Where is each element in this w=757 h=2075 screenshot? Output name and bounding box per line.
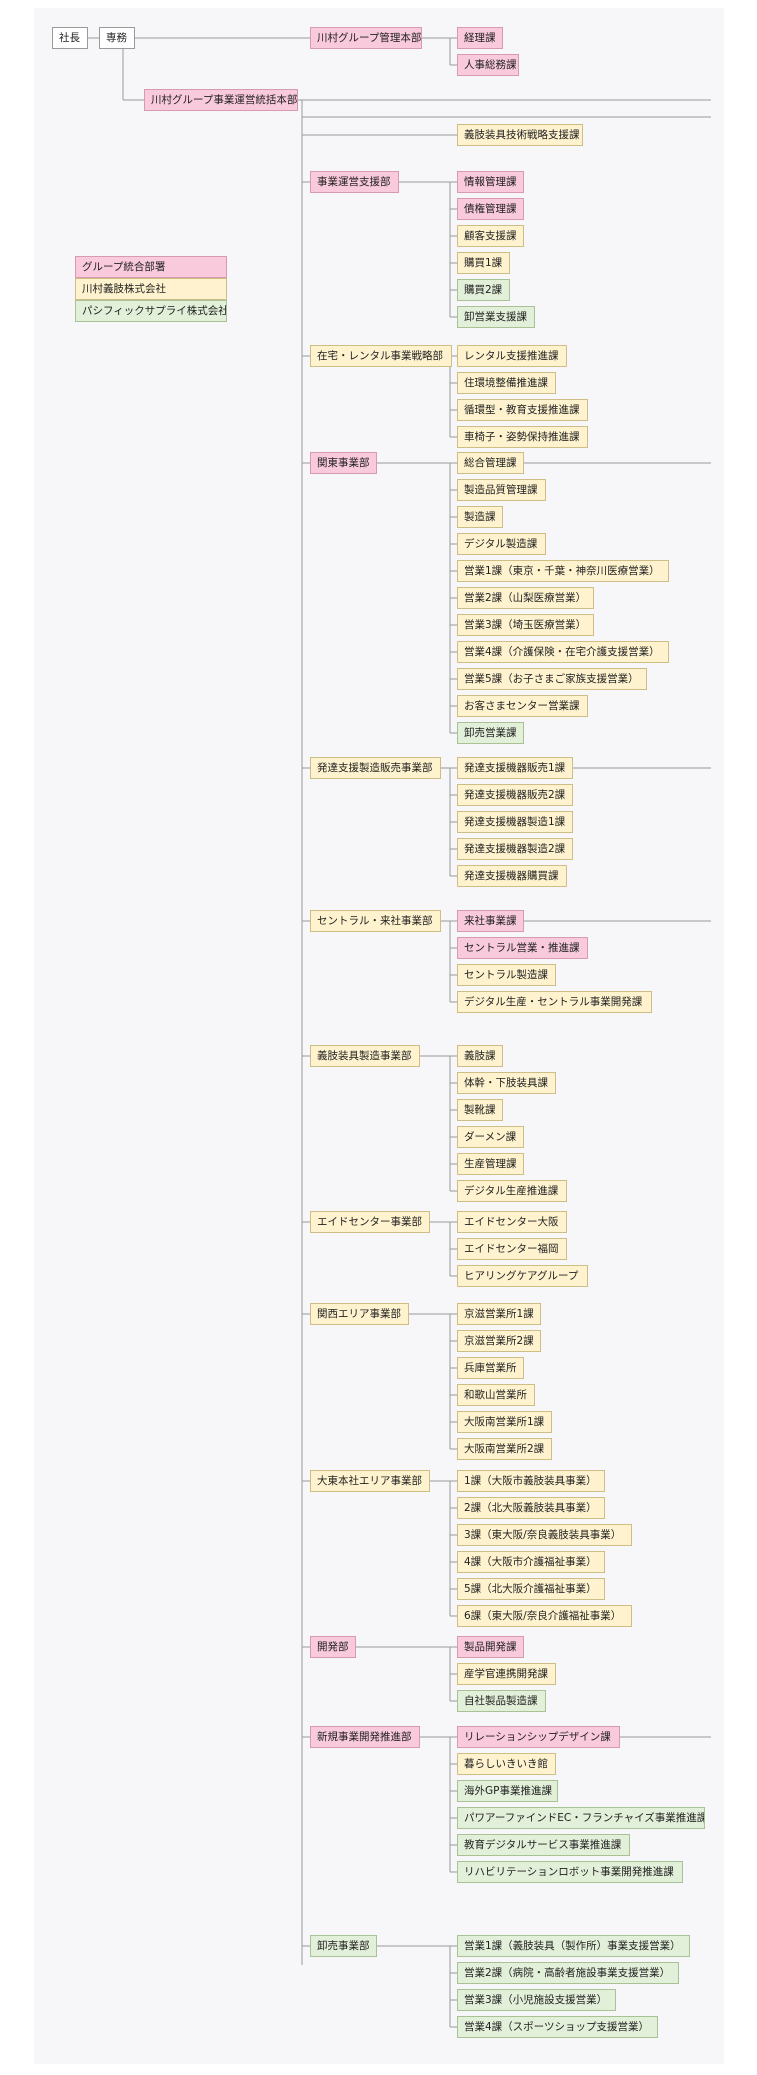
section-box: 営業3課（小児施設支援営業）: [457, 1989, 616, 2011]
section-box: パワアーファインドEC・フランチャイズ事業推進課: [457, 1807, 705, 1829]
section-box: 住環境整備推進課: [457, 372, 556, 394]
mgmt-child-accounting: 経理課: [457, 27, 503, 49]
department-box: 開発部: [310, 1636, 356, 1658]
department-box: セントラル・来社事業部: [310, 910, 441, 932]
section-box: 発達支援機器購買課: [457, 865, 567, 887]
legend-item-kawamura: 川村義肢株式会社: [75, 278, 227, 300]
section-box: 海外GP事業推進課: [457, 1780, 558, 1802]
section-box: ダーメン課: [457, 1126, 524, 1148]
section-box: レンタル支援推進課: [457, 345, 567, 367]
section-box: 営業5課（お子さまご家族支援営業）: [457, 668, 647, 690]
section-box: 購買1課: [457, 252, 510, 274]
section-box: デジタル製造課: [457, 533, 546, 555]
section-box: 京滋営業所1課: [457, 1303, 541, 1325]
section-box: 京滋営業所2課: [457, 1330, 541, 1352]
section-box: デジタル生産推進課: [457, 1180, 567, 1202]
section-box: セントラル営業・推進課: [457, 937, 588, 959]
section-box: 発達支援機器製造2課: [457, 838, 573, 860]
legend: グループ統合部署 川村義肢株式会社 パシフィックサプライ株式会社: [75, 256, 227, 322]
section-box: エイドセンター福岡: [457, 1238, 567, 1260]
section-box: 生産管理課: [457, 1153, 524, 1175]
section-box: エイドセンター大阪: [457, 1211, 567, 1233]
section-box: 情報管理課: [457, 171, 524, 193]
section-box: 来社事業課: [457, 910, 524, 932]
section-box: 製造品質管理課: [457, 479, 546, 501]
section-box: リハビリテーションロボット事業開発推進課: [457, 1861, 683, 1883]
section-box: 4課（大阪市介護福祉事業）: [457, 1551, 605, 1573]
department-box: 関東事業部: [310, 452, 377, 474]
management-hq-box: 川村グループ管理本部: [310, 27, 422, 49]
section-box: 総合管理課: [457, 452, 524, 474]
section-box: 営業2課（山梨医療営業）: [457, 587, 594, 609]
section-box: 産学官連携開発課: [457, 1663, 556, 1685]
section-box: 3課（東大阪/奈良義肢装具事業）: [457, 1524, 632, 1546]
section-box: 車椅子・姿勢保持推進課: [457, 426, 588, 448]
section-box: 5課（北大阪介護福祉事業）: [457, 1578, 605, 1600]
section-box: 製品開発課: [457, 1636, 524, 1658]
section-box: 自社製品製造課: [457, 1690, 546, 1712]
section-box: 2課（北大阪義肢装具事業）: [457, 1497, 605, 1519]
section-box: 1課（大阪市義肢装具事業）: [457, 1470, 605, 1492]
section-box: 購買2課: [457, 279, 510, 301]
operations-hq-box: 川村グループ事業運営統括本部: [144, 89, 298, 111]
tech-strategy-box: 義肢装具技術戦略支援課: [457, 124, 583, 146]
section-box: 大阪南営業所2課: [457, 1438, 552, 1460]
section-box: 6課（東大阪/奈良介護福祉事業）: [457, 1605, 632, 1627]
section-box: 卸営業支援課: [457, 306, 535, 328]
department-box: 在宅・レンタル事業戦略部: [310, 345, 452, 367]
section-box: リレーションシップデザイン課: [457, 1726, 620, 1748]
department-box: 発達支援製造販売事業部: [310, 757, 441, 779]
section-box: 営業1課（東京・千葉・神奈川医療営業）: [457, 560, 669, 582]
section-box: 発達支援機器販売2課: [457, 784, 573, 806]
section-box: 循環型・教育支援推進課: [457, 399, 588, 421]
section-box: 営業2課（病院・高齢者施設事業支援営業）: [457, 1962, 679, 1984]
department-box: エイドセンター事業部: [310, 1211, 430, 1233]
department-box: 関西エリア事業部: [310, 1303, 409, 1325]
section-box: 顧客支援課: [457, 225, 524, 247]
section-box: 営業4課（スポーツショップ支援営業）: [457, 2016, 658, 2038]
department-box: 義肢装具製造事業部: [310, 1045, 420, 1067]
section-box: 和歌山営業所: [457, 1384, 535, 1406]
section-box: 営業3課（埼玉医療営業）: [457, 614, 594, 636]
section-box: セントラル製造課: [457, 964, 556, 986]
section-box: デジタル生産・セントラル事業開発課: [457, 991, 652, 1013]
president-box: 社長: [52, 27, 88, 49]
department-box: 事業運営支援部: [310, 171, 399, 193]
section-box: 発達支援機器製造1課: [457, 811, 573, 833]
section-box: 営業1課（義肢装具（製作所）事業支援営業）: [457, 1935, 690, 1957]
section-box: 義肢課: [457, 1045, 503, 1067]
department-box: 卸売事業部: [310, 1935, 377, 1957]
legend-item-pacific: パシフィックサプライ株式会社: [75, 300, 227, 322]
section-box: 大阪南営業所1課: [457, 1411, 552, 1433]
section-box: 暮らしいきいき館: [457, 1753, 556, 1775]
section-box: お客さまセンター営業課: [457, 695, 588, 717]
section-box: 発達支援機器販売1課: [457, 757, 573, 779]
director-box: 専務: [99, 27, 135, 49]
section-box: ヒアリングケアグループ: [457, 1265, 588, 1287]
section-box: 製造課: [457, 506, 503, 528]
legend-item-group: グループ統合部署: [75, 256, 227, 278]
section-box: 兵庫営業所: [457, 1357, 524, 1379]
section-box: 卸売営業課: [457, 722, 524, 744]
section-box: 営業4課（介護保険・在宅介護支援営業）: [457, 641, 669, 663]
department-box: 新規事業開発推進部: [310, 1726, 420, 1748]
section-box: 教育デジタルサービス事業推進課: [457, 1834, 630, 1856]
section-box: 債権管理課: [457, 198, 524, 220]
section-box: 製靴課: [457, 1099, 503, 1121]
mgmt-child-hr: 人事総務課: [457, 54, 519, 76]
department-box: 大東本社エリア事業部: [310, 1470, 430, 1492]
section-box: 体幹・下肢装具課: [457, 1072, 556, 1094]
